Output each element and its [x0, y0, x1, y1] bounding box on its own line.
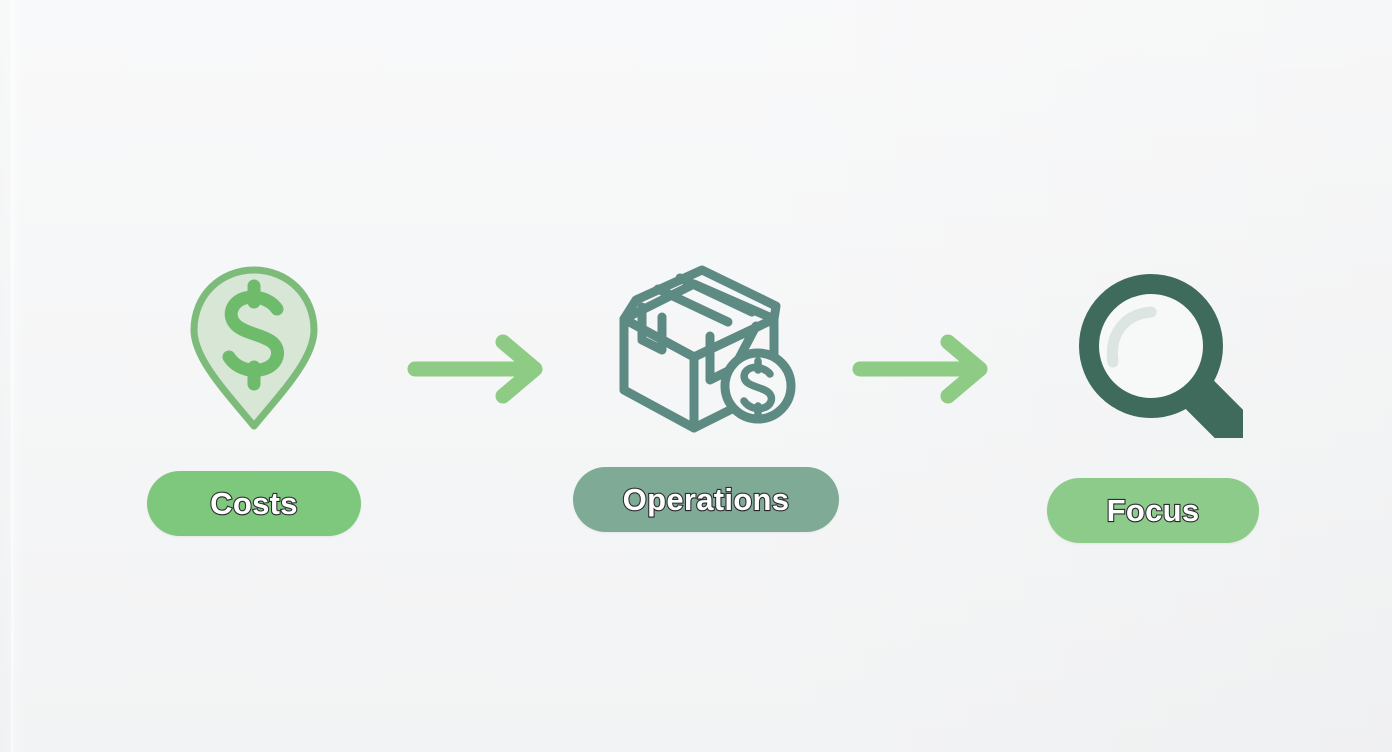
stage-costs: Costs	[147, 262, 361, 536]
stage-label-pill-focus[interactable]: Focus	[1047, 478, 1259, 543]
magnifying-glass-icon	[1063, 258, 1243, 438]
stage-label-text-operations: Operations	[622, 482, 791, 517]
stage-focus: Focus	[1047, 258, 1259, 543]
stage-label-pill-operations[interactable]: Operations	[573, 467, 839, 532]
arrow-operations-to-focus-icon	[850, 330, 995, 408]
stage-label-text-focus: Focus	[1105, 493, 1200, 528]
arrow-costs-to-operations-icon	[405, 330, 550, 408]
shipping-box-with-dollar-coin-icon	[606, 262, 806, 434]
stage-label-text-costs: Costs	[209, 486, 299, 521]
stage-operations: Operations	[573, 262, 839, 532]
stage-label-pill-costs[interactable]: Costs	[147, 471, 361, 536]
dollar-map-pin-icon	[184, 262, 324, 434]
